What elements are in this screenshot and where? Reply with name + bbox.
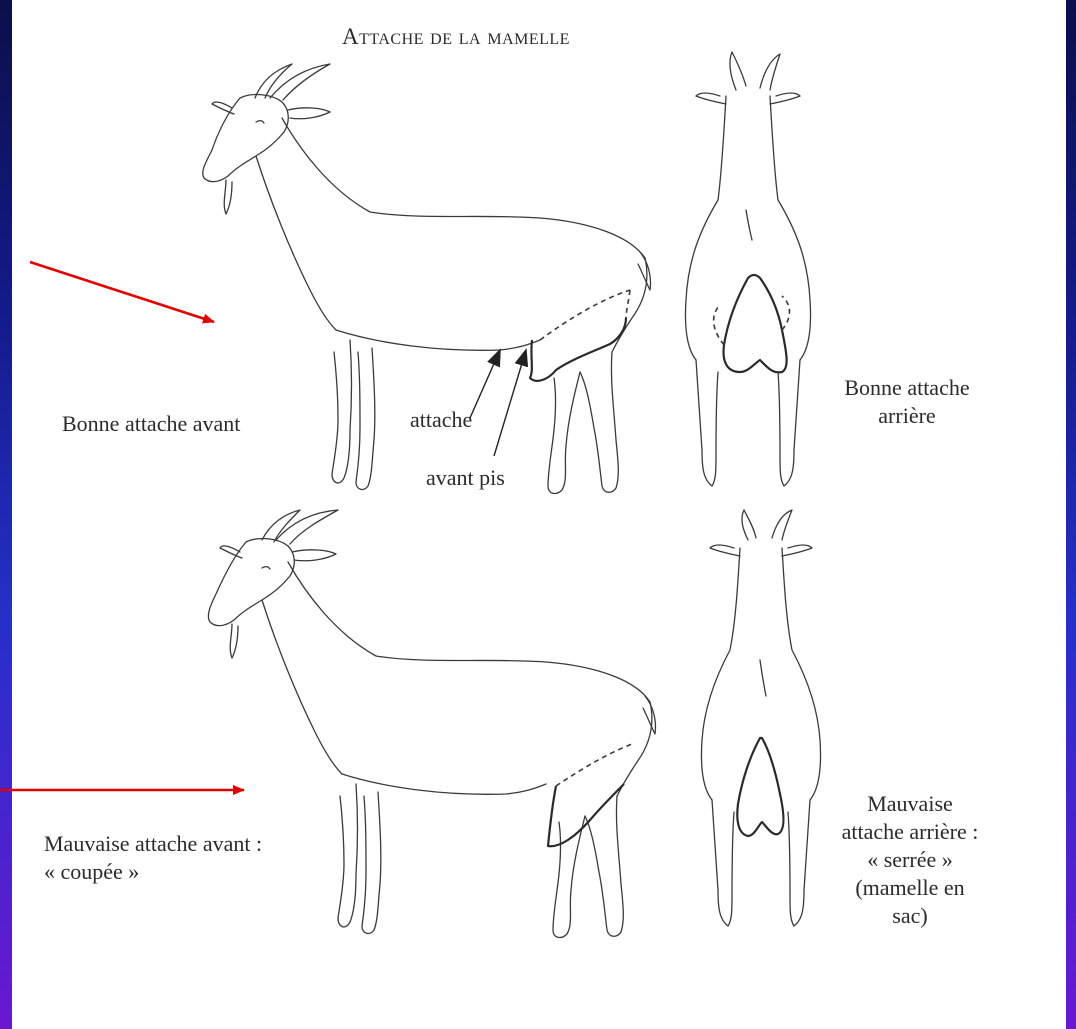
label-bad-front-line1: Mauvaise attache avant : [44,831,263,856]
red-arrow-top [29,260,215,324]
label-good-rear-line2: arrière [878,403,936,428]
label-good-front: Bonne attache avant [62,411,241,436]
label-bad-rear-line3: « serrée » [867,847,953,872]
goat-rear-bad [700,509,822,927]
label-bad-rear-line2: attache arrière : [841,819,979,844]
label-bad-front: Mauvaise attache avant : « coupée » [44,830,262,886]
label-bad-rear-line4: (mamelle en [855,875,965,900]
attache-pointer-arrow [469,348,501,419]
goat-side-bad [207,509,657,939]
avant-pis-pointer-arrow [493,348,529,457]
label-bad-front-line2: « coupée » [44,859,140,884]
illustration-panel [12,0,1066,1029]
label-attache: attache [410,407,473,432]
label-bad-rear-line1: Mauvaise [867,791,953,816]
label-bad-rear: Mauvaise attache arrière : « serrée » (m… [820,790,1000,930]
goat-rear-good [684,51,812,487]
goat-side-good [202,63,652,495]
label-avant-pis: avant pis [426,465,505,490]
diagram-title: Attache de la mamelle [342,24,570,49]
label-good-rear: Bonne attache arrière [812,374,1002,430]
label-bad-rear-line5: sac) [892,903,928,928]
label-good-rear-line1: Bonne attache [844,375,970,400]
